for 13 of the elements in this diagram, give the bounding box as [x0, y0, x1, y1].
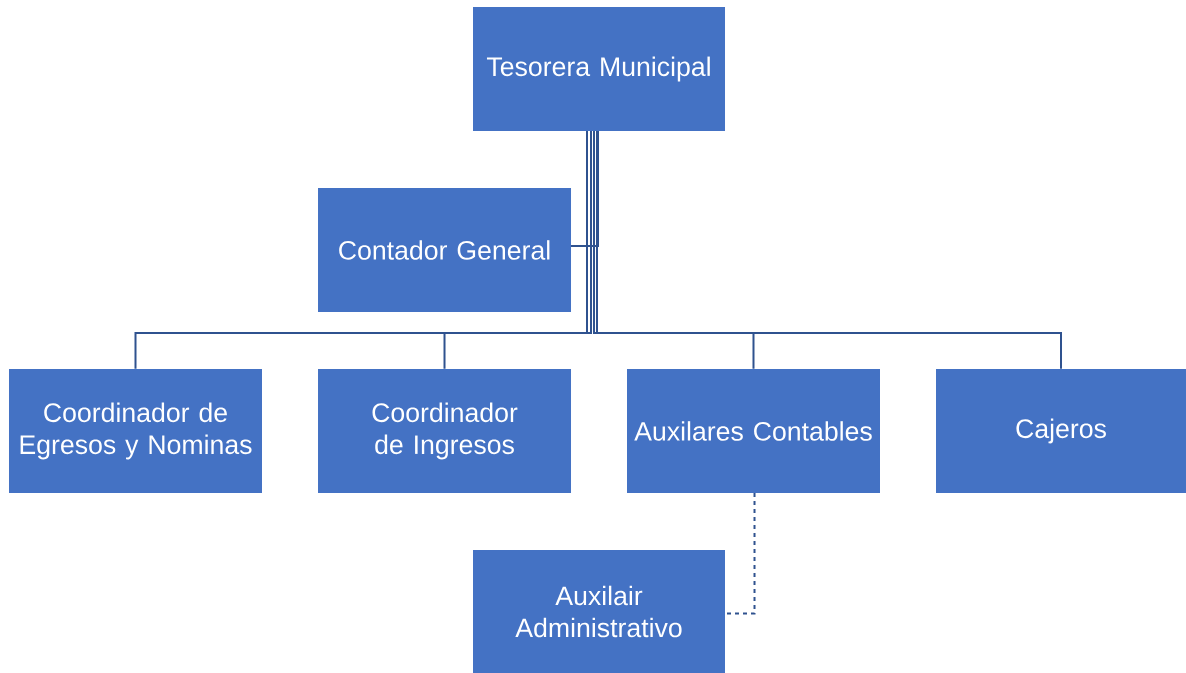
org-box: Contador General [318, 188, 571, 312]
org-box: Coordinador de Egresos y Nominas [9, 369, 262, 493]
connector-line [596, 130, 1062, 370]
connector-line [724, 492, 756, 615]
connector-line [443, 130, 592, 370]
org-box: Tesorera Municipal [473, 7, 725, 131]
org-box: Auxilares Contables [627, 369, 880, 493]
org-box: Auxilair Administrativo [473, 550, 725, 673]
connector-line [134, 130, 588, 370]
org-box: Cajeros [936, 369, 1186, 493]
connector-line [570, 130, 599, 247]
org-box: Coordinador de Ingresos [318, 369, 571, 493]
connector-line [593, 130, 755, 370]
